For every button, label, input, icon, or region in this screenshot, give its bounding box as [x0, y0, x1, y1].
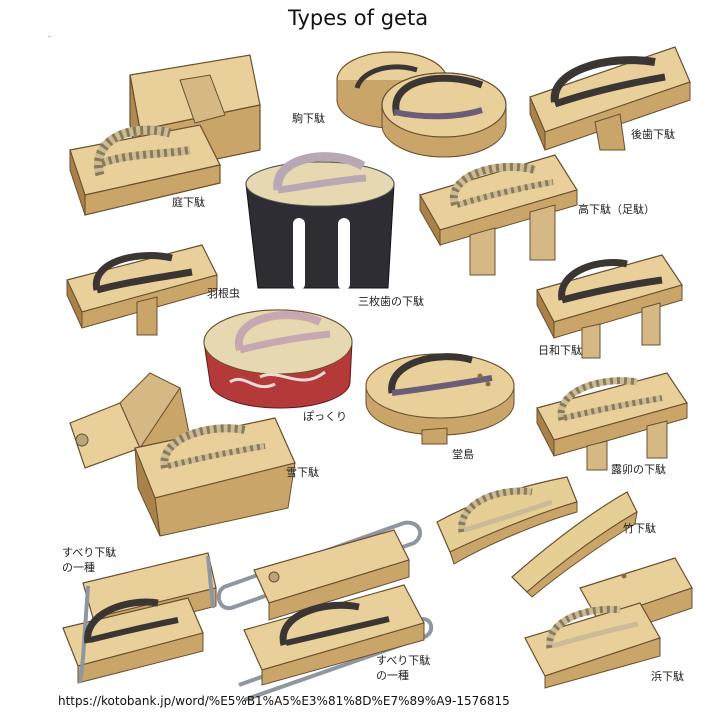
label-hiyori-geta: 日和下駄 [538, 344, 582, 357]
label-roran-geta: 露卯の下駄 [611, 463, 666, 476]
label-niwa-geta: 庭下駄 [172, 196, 205, 209]
sanmaiba-geta-image [245, 152, 395, 290]
label-suberi-geta-1-line2: の一種 [62, 561, 95, 574]
roran-geta-image [536, 372, 688, 471]
label-koma-geta: 駒下駄 [292, 112, 325, 125]
label-yuki-geta: 雪下駄 [286, 466, 319, 479]
suberi-geta-1-image [62, 552, 217, 684]
taka-geta-image [419, 154, 578, 276]
label-take-geta: 竹下駄 [623, 522, 656, 535]
label-pokkuri: ぽっくり [303, 410, 347, 423]
yuki-geta-image [69, 372, 296, 537]
stray-mark: . [48, 30, 51, 39]
label-hane-mushi: 羽根虫 [207, 287, 240, 300]
niwa-geta-image [69, 54, 261, 216]
page-title: Types of geta [287, 6, 429, 30]
label-suberi-geta-2-line2: の一種 [376, 669, 409, 682]
pokkuri-image [203, 309, 353, 409]
source-url: https://kotobank.jp/word/%E5%B1%A5%E3%81… [58, 694, 510, 708]
label-suberi-geta-1-line1: すべり下駄 [62, 546, 117, 559]
label-atoba-geta: 後歯下駄 [631, 128, 675, 141]
niwa-front-geta [69, 124, 221, 216]
yuki-front-geta [134, 417, 296, 537]
take-geta-image [436, 476, 638, 598]
atoba-geta-image [529, 46, 691, 151]
doujima-image [365, 353, 515, 445]
suberi-geta-2-image [216, 520, 434, 702]
label-suberi-geta-2-line1: すべり下駄 [376, 654, 431, 667]
label-taka-geta: 高下駄（足駄） [578, 203, 655, 216]
label-hama-geta: 浜下駄 [651, 670, 684, 683]
hama-geta-image [524, 557, 693, 689]
hiyori-geta-image [536, 254, 683, 359]
label-doujima: 堂島 [452, 448, 474, 461]
koma-geta-image [336, 51, 507, 158]
hane-mushi-image [66, 244, 218, 336]
label-sanmaiba-geta: 三枚歯の下駄 [358, 295, 424, 308]
